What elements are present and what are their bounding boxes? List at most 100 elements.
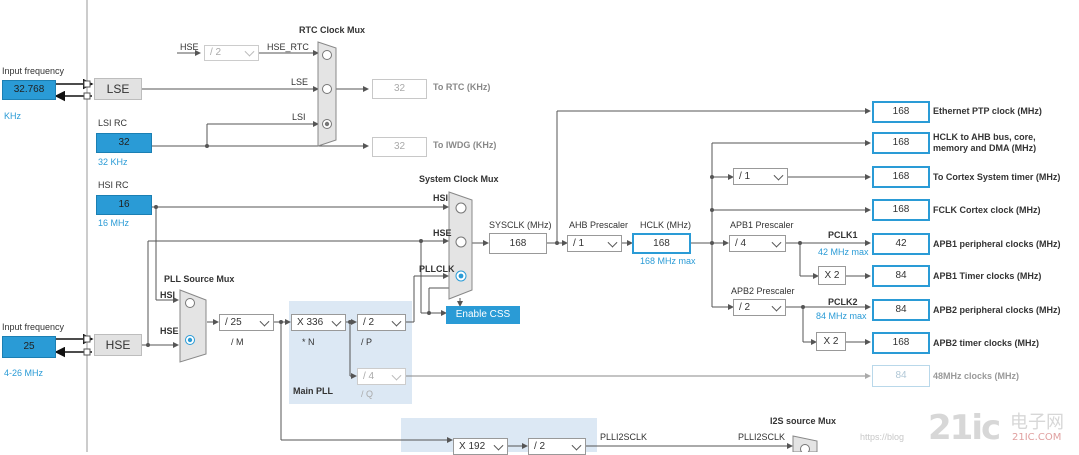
output-hclk-ahb[interactable]: 168 (872, 132, 930, 154)
pclk2-label: PCLK2 (828, 297, 858, 307)
pclk1-label: PCLK1 (828, 230, 858, 240)
rtc-lsi-label: LSI (292, 112, 306, 122)
output-apb2-timer[interactable]: 168 (872, 332, 930, 354)
pll-p-label: / P (361, 337, 373, 347)
rtc-hse-label: HSE (180, 42, 199, 52)
cortex-divider-value: / 1 (739, 171, 751, 182)
lse-unit: KHz (4, 111, 22, 121)
output-48mhz-label: 48MHz clocks (MHz) (933, 371, 1020, 381)
enable-css-button[interactable]: Enable CSS (446, 306, 520, 324)
output-apb2-peripheral-label: APB2 peripheral clocks (MHz) (933, 305, 1061, 315)
i2s-source-mux-title: I2S source Mux (770, 416, 837, 426)
hsi-unit: 16 MHz (98, 218, 130, 228)
sysmux-hsi-label: HSI (433, 193, 449, 203)
pll-p-select[interactable]: / 2 (357, 314, 406, 331)
rtc-mux-title: RTC Clock Mux (299, 25, 366, 35)
rtc-hse-divider-value: / 2 (210, 47, 222, 58)
pll-q-select[interactable]: / 4 (357, 368, 406, 385)
pll-m-select[interactable]: / 25 (219, 314, 274, 331)
output-hclk-ahb-label: HCLK to AHB bus, core, memory and DMA (M… (933, 132, 1037, 153)
pll-q-value: / 4 (363, 371, 375, 382)
apb1-prescaler-value: / 4 (735, 238, 747, 249)
hclk-label: HCLK (MHz) (640, 220, 691, 230)
iwdg-value-field: 32 (372, 137, 427, 157)
output-apb1-peripheral-label: APB1 peripheral clocks (MHz) (933, 239, 1061, 249)
apb2-prescaler-label: APB2 Prescaler (731, 286, 795, 296)
rtc-value-field: 32 (372, 79, 427, 99)
plli2s-n-value: X 192 (459, 441, 486, 452)
output-ethernet-ptp-label: Ethernet PTP clock (MHz) (933, 106, 1042, 116)
sysclk-label: SYSCLK (MHz) (489, 220, 552, 230)
rtc-lse-label: LSE (291, 77, 309, 87)
output-apb1-peripheral[interactable]: 42 (872, 233, 930, 255)
watermark-logo-c: 21IC.COM (1012, 432, 1062, 443)
lsi-label: LSI RC (98, 118, 128, 128)
pll-n-value: X 336 (297, 317, 324, 328)
main-pll-title: Main PLL (293, 386, 333, 396)
i2s-mux-input-label: PLLI2SCLK (738, 432, 786, 442)
pll-source-mux-title: PLL Source Mux (164, 274, 235, 284)
watermark-logo-b: 电子网 (1010, 412, 1064, 433)
output-apb1-timer[interactable]: 84 (872, 265, 930, 287)
watermark-logo-a: 21ic (928, 408, 1001, 448)
watermark-url: https://blog (860, 432, 905, 442)
hclk-field[interactable]: 168 (632, 233, 691, 254)
sysclk-field: 168 (489, 233, 547, 254)
plli2s-r-value: / 2 (534, 441, 546, 452)
ahb-prescaler-label: AHB Prescaler (569, 220, 629, 230)
pll-n-label: * N (302, 337, 315, 347)
apb1-timer-multiplier: X 2 (818, 266, 846, 285)
pll-source-mux-shape (179, 289, 207, 363)
pll-p-value: / 2 (363, 317, 375, 328)
lse-input-label: Input frequency (2, 66, 65, 76)
pll-n-select[interactable]: X 336 (291, 314, 346, 331)
apb2-prescaler-value: / 2 (739, 302, 751, 313)
system-clock-mux-title: System Clock Mux (419, 174, 499, 184)
pll-q-label: / Q (361, 389, 374, 399)
lse-input-field[interactable]: 32.768 (2, 80, 56, 100)
hse-rtc-label: HSE_RTC (267, 42, 309, 52)
hsi-field: 16 (96, 195, 152, 215)
output-apb2-timer-label: APB2 timer clocks (MHz) (933, 338, 1040, 348)
apb1-max: 42 MHz max (818, 247, 869, 257)
apb2-max: 84 MHz max (816, 311, 867, 321)
apb1-prescaler-select[interactable]: / 4 (729, 235, 786, 252)
hsi-label: HSI RC (98, 180, 129, 190)
pll-m-value: / 25 (225, 317, 242, 328)
hse-block: HSE (94, 334, 142, 356)
sysmux-hse-label: HSE (433, 228, 452, 238)
hclk-max: 168 MHz max (640, 256, 696, 266)
plli2sclk-label: PLLI2SCLK (600, 432, 648, 442)
output-fclk[interactable]: 168 (872, 199, 930, 221)
apb2-prescaler-select[interactable]: / 2 (733, 299, 786, 316)
sysmux-pllclk-label: PLLCLK (419, 264, 455, 274)
cortex-divider-select[interactable]: / 1 (733, 168, 788, 185)
output-apb1-timer-label: APB1 Timer clocks (MHz) (933, 271, 1042, 281)
apb2-timer-multiplier: X 2 (816, 332, 846, 351)
lse-block: LSE (94, 78, 142, 100)
plli2s-r-select[interactable]: / 2 (528, 438, 586, 455)
ahb-prescaler-value: / 1 (573, 238, 585, 249)
lsi-unit: 32 KHz (98, 157, 128, 167)
ahb-prescaler-select[interactable]: / 1 (567, 235, 622, 252)
output-fclk-label: FCLK Cortex clock (MHz) (933, 205, 1041, 215)
output-cortex-timer-label: To Cortex System timer (MHz) (933, 172, 1061, 182)
pll-m-label: / M (231, 337, 244, 347)
hse-input-field[interactable]: 25 (2, 336, 56, 358)
apb1-prescaler-label: APB1 Prescaler (730, 220, 794, 230)
plli2s-n-select[interactable]: X 192 (453, 438, 508, 455)
output-48mhz[interactable]: 84 (872, 365, 930, 387)
output-apb2-peripheral[interactable]: 84 (872, 299, 930, 321)
iwdg-output-label: To IWDG (KHz) (433, 140, 497, 150)
rtc-hse-divider-select[interactable]: / 2 (204, 45, 259, 61)
lsi-field: 32 (96, 133, 152, 153)
pll-source-hse-label: HSE (160, 326, 179, 336)
output-cortex-timer[interactable]: 168 (872, 166, 930, 188)
pll-source-hsi-label: HSI (160, 290, 176, 300)
output-ethernet-ptp[interactable]: 168 (872, 101, 930, 123)
hse-input-label: Input frequency (2, 322, 65, 332)
watermark-logo: 21ic 电子网 21IC.COM (928, 404, 1079, 452)
rtc-output-label: To RTC (KHz) (433, 82, 491, 92)
hse-unit: 4-26 MHz (4, 368, 44, 378)
